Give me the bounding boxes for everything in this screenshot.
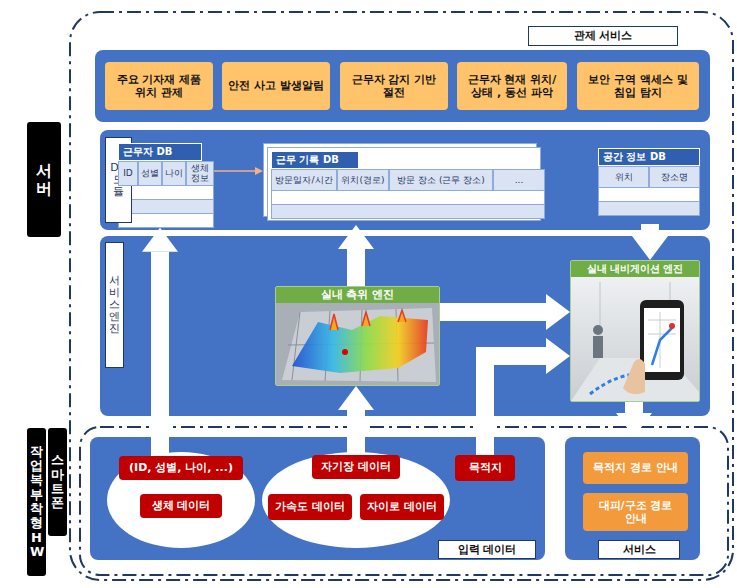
vertical-label: 서버	[27, 122, 61, 237]
service-box: 주요 기자재 제품 위치 관제	[105, 62, 213, 110]
table-header-row: 위치장소명	[598, 166, 700, 188]
service-box: 대피/구조 경로 안내	[583, 493, 688, 531]
panel-heading: 관제 서비스	[528, 26, 678, 46]
table-row	[118, 186, 214, 200]
panel-heading: 입력 데이터	[438, 540, 536, 559]
room	[571, 277, 699, 401]
service-box: 보안 구역 액세스 및 침입 탐지	[577, 62, 699, 110]
phone	[640, 300, 684, 380]
box-label: 자이로 데이터	[360, 494, 444, 520]
db-table: 근무자 DBID성별나이생체 정보	[118, 143, 214, 228]
flow-arrow	[440, 303, 546, 321]
flow-arrow	[485, 356, 546, 455]
data-box: (ID, 성별, 나이, ...)	[119, 456, 243, 480]
table-header-row: ID성별나이생체 정보	[118, 161, 214, 186]
box-label: 목적지 경로 안내	[583, 452, 688, 484]
table-cell: ...	[493, 169, 545, 191]
section-label: 스마트폰	[48, 428, 67, 536]
vertical-label: 작업복부착형HW	[27, 428, 46, 576]
vertical-label: 스마트폰	[48, 428, 67, 536]
table-cell: 위치(경로)	[337, 169, 389, 191]
table-title: 근무자 DB	[118, 143, 202, 161]
box-label: 안전 사고 발생알림	[222, 62, 330, 110]
data-group-ellipse	[262, 452, 450, 548]
data-box: 가속도 데이터	[268, 494, 352, 520]
box-label: (ID, 성별, 나이, ...)	[119, 456, 243, 480]
position-marker	[342, 349, 348, 355]
box-label: 가속도 데이터	[268, 494, 352, 520]
service-box: 목적지 경로 안내	[583, 452, 688, 484]
data-box: 생체 데이터	[140, 494, 222, 518]
table-cell: ID	[118, 161, 138, 186]
data-box: 목적지	[455, 455, 515, 481]
flow-arrow	[347, 249, 365, 286]
service-box: 근무자 현재 위치/ 상태 , 동선 파악	[457, 62, 567, 110]
floor-plan	[276, 303, 439, 385]
db-table: 공간 정보 DB위치장소명	[598, 148, 700, 224]
table-header-row: 방문일자/시간위치(경로)방문 장소 (근무 장소)...	[271, 169, 545, 191]
table-cell: 생체 정보	[186, 161, 214, 186]
screen-map	[648, 312, 676, 368]
floor-grid	[288, 309, 434, 381]
box-label: 자기장 데이터	[312, 455, 400, 479]
table-cell: 방문일자/시간	[271, 169, 337, 191]
floor-plan	[282, 308, 436, 382]
section-label: 서버	[27, 122, 61, 237]
flow-arrow	[347, 410, 365, 455]
data-group-ellipse	[107, 452, 255, 548]
server-boundary	[70, 12, 733, 580]
person	[593, 336, 603, 358]
device-boundary	[80, 427, 728, 575]
data-box: 자기장 데이터	[312, 455, 400, 479]
flow-arrow	[625, 402, 643, 413]
service-box: 안전 사고 발생알림	[222, 62, 330, 110]
box-label: 목적지	[455, 455, 515, 481]
screen-target	[669, 323, 675, 329]
phone-screen	[644, 308, 680, 372]
output-panel: 서비스 목적지 경로 안내대피/구조 경로 안내	[565, 437, 700, 560]
table-row	[118, 200, 214, 214]
table-row	[271, 205, 545, 219]
engine-title: 실내 내비게이션 엔진	[571, 261, 699, 277]
data-link-line	[214, 170, 255, 172]
table-title: 근무 기록 DB	[271, 151, 359, 169]
table-cell: 방문 장소 (근무 장소)	[389, 169, 493, 191]
box-label: 주요 기자재 제품 위치 관제	[105, 62, 213, 110]
service-box: 근무자 감지 기반 절전	[340, 62, 448, 110]
heatmap-illustration	[276, 303, 439, 385]
table-cell: 장소명	[649, 166, 700, 188]
table-cell: 성별	[138, 161, 162, 186]
module-band: DB 모듈근무자 DBID성별나이생체 정보근무 기록 DB방문일자/시간위치(…	[100, 130, 710, 230]
panel-heading: 서비스 엔진	[105, 242, 124, 368]
box-label: 근무자 현재 위치/ 상태 , 동선 파악	[457, 62, 567, 110]
navigation-illustration	[571, 277, 699, 401]
table-cell: 위치	[598, 166, 649, 188]
flow-arrow	[641, 224, 659, 236]
table-row	[118, 214, 214, 228]
table-cell: 나이	[162, 161, 186, 186]
table-row	[598, 188, 700, 202]
db-table: 근무 기록 DB방문일자/시간위치(경로)방문 장소 (근무 장소)...	[271, 151, 545, 225]
engine-title: 실내 측위 엔진	[276, 287, 439, 303]
flow-arrow	[151, 252, 169, 456]
box-label: 생체 데이터	[140, 494, 222, 518]
section-label: 작업복부착형HW	[27, 428, 46, 576]
hand	[623, 359, 645, 394]
panel-heading: 서비스	[598, 540, 680, 559]
heatmap	[292, 316, 428, 373]
person	[593, 325, 603, 335]
data-box: 자이로 데이터	[360, 494, 444, 520]
table-row	[271, 191, 545, 205]
screen-route	[652, 328, 672, 365]
table-title: 공간 정보 DB	[598, 148, 700, 166]
box-label: 보안 구역 액세스 및 침입 탐지	[577, 62, 699, 110]
heat-peaks	[330, 310, 406, 330]
box-label: 근무자 감지 기반 절전	[340, 62, 448, 110]
service-panel: 관제 서비스주요 기자재 제품 위치 관제안전 사고 발생알림근무자 감지 기반…	[95, 50, 710, 122]
table-row	[598, 202, 700, 216]
box-label: 대피/구조 경로 안내	[583, 493, 688, 531]
